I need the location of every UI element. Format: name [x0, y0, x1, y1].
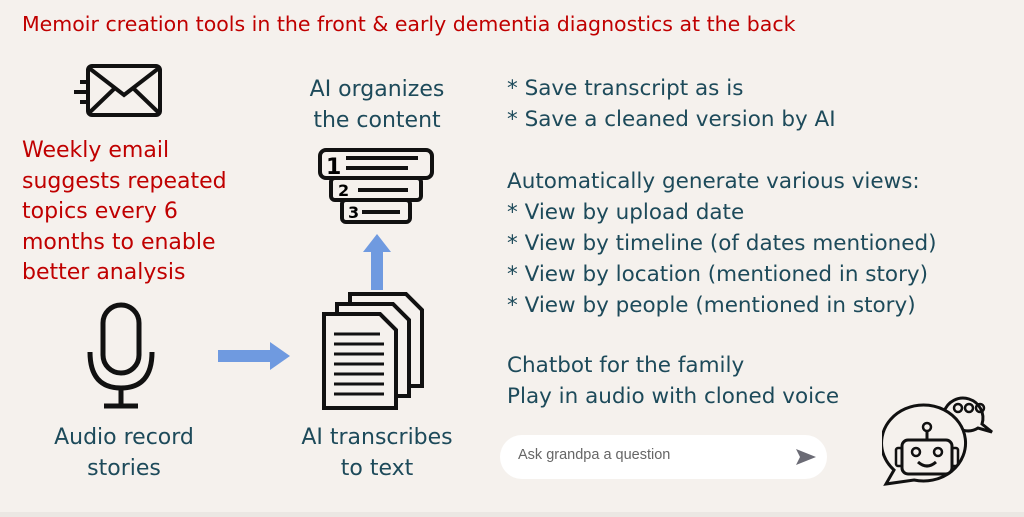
views-heading: Automatically generate various views: — [507, 169, 920, 194]
save-option: * Save transcript as is — [507, 76, 744, 101]
text-line: the content — [313, 108, 441, 133]
arrow-up-icon — [363, 234, 391, 290]
text-line: stories — [87, 456, 161, 481]
save-option: * Save a cleaned version by AI — [507, 107, 836, 132]
chatbot-line: Chatbot for the family — [507, 353, 745, 378]
text-line: better analysis — [22, 260, 186, 285]
send-icon[interactable] — [795, 447, 817, 467]
transcribe-label: AI transcribes to text — [272, 422, 482, 484]
save-options: * Save transcript as is * Save a cleaned… — [507, 73, 836, 135]
chatbot-features: Chatbot for the family Play in audio wit… — [507, 350, 839, 412]
text-line: to text — [340, 456, 414, 481]
documents-icon — [322, 292, 424, 410]
chat-input[interactable] — [516, 446, 780, 464]
robot-chat-icon — [882, 396, 993, 486]
bottom-divider — [0, 512, 1024, 517]
text-line: months to enable — [22, 229, 216, 255]
view-item: * View by upload date — [507, 200, 745, 225]
weekly-email-text: Weekly email suggests repeated topics ev… — [22, 136, 227, 289]
chat-box — [500, 435, 827, 479]
view-item: * View by people (mentioned in story) — [507, 293, 916, 318]
page-title: Memoir creation tools in the front & ear… — [22, 12, 796, 36]
audio-record-label: Audio record stories — [22, 422, 226, 484]
svg-text:1: 1 — [326, 155, 341, 180]
text-line: suggests repeated — [22, 168, 227, 194]
view-item: * View by location (mentioned in story) — [507, 262, 929, 287]
views-list: Automatically generate various views: * … — [507, 166, 937, 321]
text-line: Audio record — [54, 425, 194, 450]
organized-list-icon: 1 2 3 — [318, 148, 434, 224]
email-icon — [74, 64, 162, 117]
text-line: AI organizes — [309, 77, 445, 102]
text-line: Weekly email — [22, 138, 170, 163]
text-line: AI transcribes — [301, 425, 453, 450]
svg-text:2: 2 — [338, 181, 349, 200]
arrow-right-icon — [218, 342, 290, 370]
chatbot-line: Play in audio with cloned voice — [507, 384, 840, 409]
text-line: topics every 6 — [22, 199, 178, 224]
organize-label: AI organizes the content — [282, 74, 472, 136]
microphone-icon — [87, 302, 155, 409]
svg-text:3: 3 — [348, 203, 359, 222]
view-item: * View by timeline (of dates mentioned) — [507, 231, 937, 256]
